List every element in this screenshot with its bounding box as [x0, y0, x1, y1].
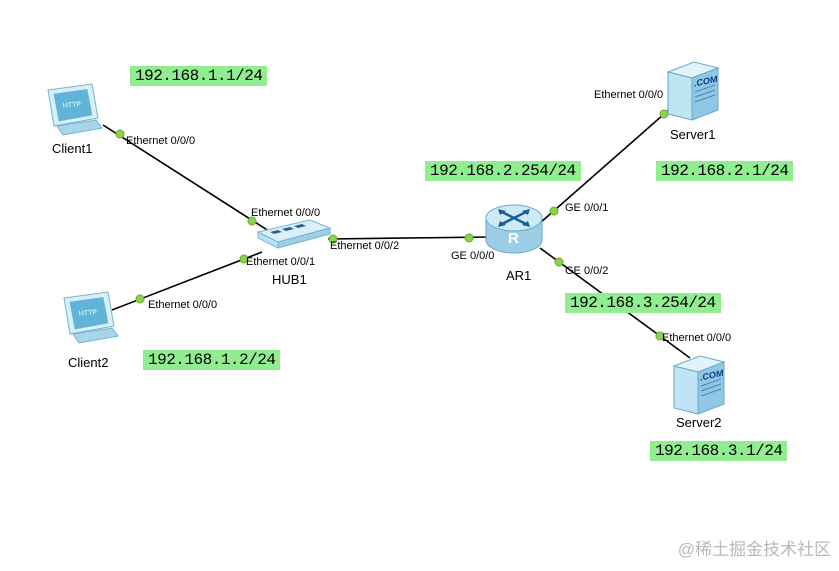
server2-ip-label: 192.168.3.1/24	[650, 441, 788, 461]
ar1-body-text: R	[508, 230, 519, 247]
link-hub1-ar1	[327, 236, 493, 240]
client2-screen-text: HTTP	[78, 309, 97, 318]
endpoint-dot-ar1-ge0	[464, 233, 474, 243]
ar1-ge1-label: GE 0/0/1	[565, 202, 609, 214]
client1-label: Client1	[52, 141, 93, 156]
endpoint-dot-ar1-ge1	[549, 206, 559, 216]
endpoint-dot-client2	[135, 294, 145, 304]
client2-ip-label: 192.168.1.2/24	[143, 350, 281, 370]
ar1-ge2-label: GE 0/0/2	[565, 265, 609, 277]
server1-eth0-label: Ethernet 0/0/0	[594, 89, 664, 101]
server1-label: Server1	[670, 127, 716, 142]
ar1-ge0-label: GE 0/0/0	[451, 250, 495, 262]
hub1-label: HUB1	[272, 272, 307, 287]
client1-icon[interactable]: HTTP	[44, 82, 106, 136]
server1-icon[interactable]: .COM	[664, 58, 722, 124]
client1-screen-text: HTTP	[62, 101, 81, 110]
server2-label: Server2	[676, 415, 722, 430]
server1-ip-label: 192.168.2.1/24	[656, 161, 794, 181]
ar1-icon[interactable]: R	[482, 200, 546, 258]
client1-eth0-label: Ethernet 0/0/0	[126, 135, 196, 147]
ar1-ge1-ip-label: 192.168.2.254/24	[425, 161, 581, 181]
endpoint-dot-client1	[115, 129, 125, 139]
ar1-label: AR1	[506, 268, 532, 283]
hub1-eth0-label: Ethernet 0/0/0	[251, 207, 321, 219]
watermark: @稀土掘金技术社区	[677, 540, 831, 559]
hub1-eth2-label: Ethernet 0/0/2	[330, 240, 400, 252]
client2-icon[interactable]: HTTP	[60, 290, 122, 344]
client2-eth0-label: Ethernet 0/0/0	[148, 299, 218, 311]
client2-label: Client2	[68, 355, 109, 370]
hub1-icon[interactable]	[256, 216, 332, 252]
hub1-eth1-label: Ethernet 0/0/1	[246, 256, 316, 268]
client1-ip-label: 192.168.1.1/24	[130, 66, 268, 86]
endpoint-dot-ar1-ge2	[554, 257, 564, 267]
ar1-ge2-ip-label: 192.168.3.254/24	[565, 293, 721, 313]
server2-icon[interactable]: .COM	[670, 352, 728, 418]
server2-eth0-label: Ethernet 0/0/0	[662, 332, 732, 344]
